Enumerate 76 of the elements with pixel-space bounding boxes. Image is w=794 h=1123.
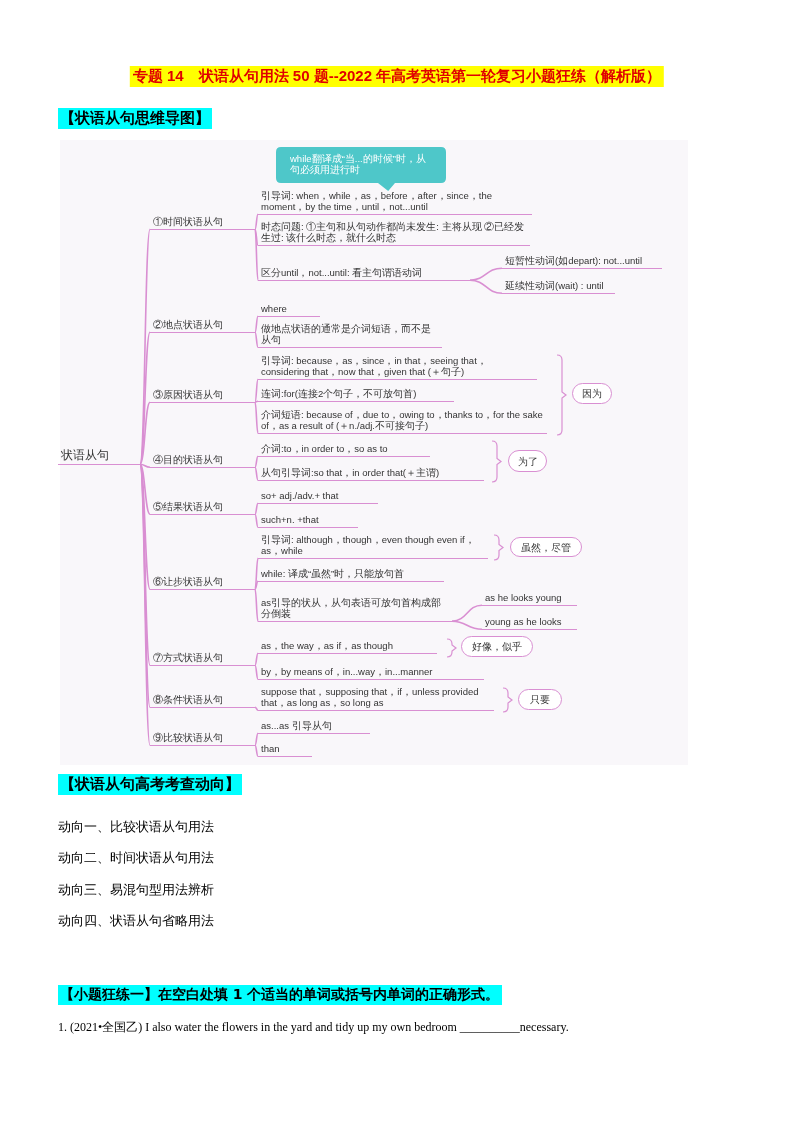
callout-text: while翻译成“当...的时候”时，从句必须用进行时 xyxy=(290,153,427,175)
branch-line xyxy=(469,267,503,281)
branch-line xyxy=(254,378,259,403)
branch-topic: ⑦方式状语从句 xyxy=(150,647,255,666)
branch-line xyxy=(254,400,259,403)
meaning-tag: 因为 xyxy=(572,383,612,404)
branch-topic: 引导词: when，while，as，before，after，since，the moment，by the time，until，not...until xyxy=(258,188,532,215)
branch-topic: as，the way，as if，as though xyxy=(258,638,437,654)
branch-line xyxy=(254,652,259,666)
section-heading: 【状语从句思维导图】 xyxy=(58,108,212,129)
branch-line xyxy=(254,315,259,333)
meaning-tag: 虽然，尽管 xyxy=(510,537,582,557)
branch-line xyxy=(254,513,259,528)
meaning-tag: 好像，似乎 xyxy=(461,636,533,657)
branch-topic: 连词:for(连接2个句子，不可放句首) xyxy=(258,385,454,402)
branch-line xyxy=(254,664,259,680)
branch-line xyxy=(451,620,483,630)
branch-topic: ④目的状语从句 xyxy=(150,449,255,468)
branch-line xyxy=(451,604,483,622)
branch-topic: as引导的状从，从句表语可放句首构成部分倒装 xyxy=(258,596,452,622)
branch-topic: ③原因状语从句 xyxy=(150,382,255,403)
branch-topic: 时态问题: ①主句和从句动作都尚未发生: 主将从现 ②已经发生过: 该什么时态，就什么时态 xyxy=(258,218,530,246)
branch-line xyxy=(139,228,151,465)
branch-line xyxy=(254,732,259,746)
branch-line xyxy=(254,213,259,230)
branch-topic: young as he looks xyxy=(482,612,577,630)
branch-topic: 做地点状语的通常是介词短语，而不是从句 xyxy=(258,320,442,348)
branch-line xyxy=(254,466,259,481)
branch-line xyxy=(254,706,259,711)
branch-topic: while: 译成“虽然”时，只能放句首 xyxy=(258,564,444,582)
page-title: 专题 14 状语从句用法 50 题--2022 年高考英语第一轮复习小题狂练（解析版） xyxy=(129,66,665,87)
question-text: 1. (2021•全国乙) I also water the flowers in the yard and tidy up my own bedroom __________necessary. xyxy=(58,1019,569,1036)
branch-line xyxy=(469,279,503,294)
branch-line xyxy=(254,401,259,434)
branch-line xyxy=(254,228,259,281)
branch-line xyxy=(254,588,259,622)
branch-topic: ⑥让步状语从句 xyxy=(150,570,255,590)
branch-topic: 短暂性动词(如depart): not...until xyxy=(502,250,662,269)
meaning-tag: 只要 xyxy=(518,689,562,710)
branch-topic: than xyxy=(258,740,312,757)
branch-line xyxy=(139,401,151,465)
branch-topic: by，by means of，in...way，in...manner xyxy=(258,662,484,680)
branch-topic: 从句引导词:so that，in order that(＋主谓) xyxy=(258,462,484,481)
branch-line xyxy=(139,463,151,468)
section-heading: 【状语从句高考考查动向】 xyxy=(58,774,242,795)
list-item: 动向一、比较状语从句用法 xyxy=(58,818,214,836)
branch-topic: 延续性动词(wait) : until xyxy=(502,275,615,294)
branch-topic: as he looks young xyxy=(482,588,577,606)
branch-line xyxy=(139,331,151,465)
root-topic: 状语从句 xyxy=(58,443,140,465)
branch-topic: ⑧条件状语从句 xyxy=(150,688,255,708)
branch-topic: where xyxy=(258,297,320,317)
branch-topic: 引导词: because，as，since，in that，seeing that，considering that，now that，given that (＋句子) xyxy=(258,354,537,380)
branch-topic: so+ adj./adv.+ that xyxy=(258,487,378,504)
branch-line xyxy=(254,580,259,590)
branch-topic: ⑤结果状语从句 xyxy=(150,496,255,515)
branch-line xyxy=(254,455,259,468)
branch-topic: ①时间状语从句 xyxy=(150,208,255,230)
branch-line xyxy=(254,502,259,515)
branch-topic: 引导词: although，though，even though even if，as，while xyxy=(258,534,488,559)
branch-line xyxy=(139,463,151,590)
branch-topic: suppose that，supposing that，if，unless provided that，as long as，so long as xyxy=(258,686,494,711)
branch-topic: 介词:to，in order to，so as to xyxy=(258,440,430,457)
branch-topic: ②地点状语从句 xyxy=(150,312,255,333)
list-item: 动向三、易混句型用法辨析 xyxy=(58,881,214,899)
list-item: 动向四、状语从句省略用法 xyxy=(58,912,214,930)
branch-topic: ⑨比较状语从句 xyxy=(150,727,255,746)
section-heading: 【小题狂练一】在空白处填 1 个适当的单词或括号内单词的正确形式。 xyxy=(58,985,502,1005)
branch-topic: 介词短语: because of，due to，owing to，thanks to，for the sake of，as a result of (＋n./adj.不可接句子) xyxy=(258,408,547,434)
list-item: 动向二、时间状语从句用法 xyxy=(58,849,214,867)
branch-topic: 区分until，not...until: 看主句谓语动词 xyxy=(258,262,470,281)
branch-line xyxy=(254,744,259,757)
branch-line xyxy=(254,331,259,348)
branch-topic: such+n. +that xyxy=(258,510,358,528)
branch-line xyxy=(139,463,151,515)
branch-topic: as...as 引导从句 xyxy=(258,717,370,734)
